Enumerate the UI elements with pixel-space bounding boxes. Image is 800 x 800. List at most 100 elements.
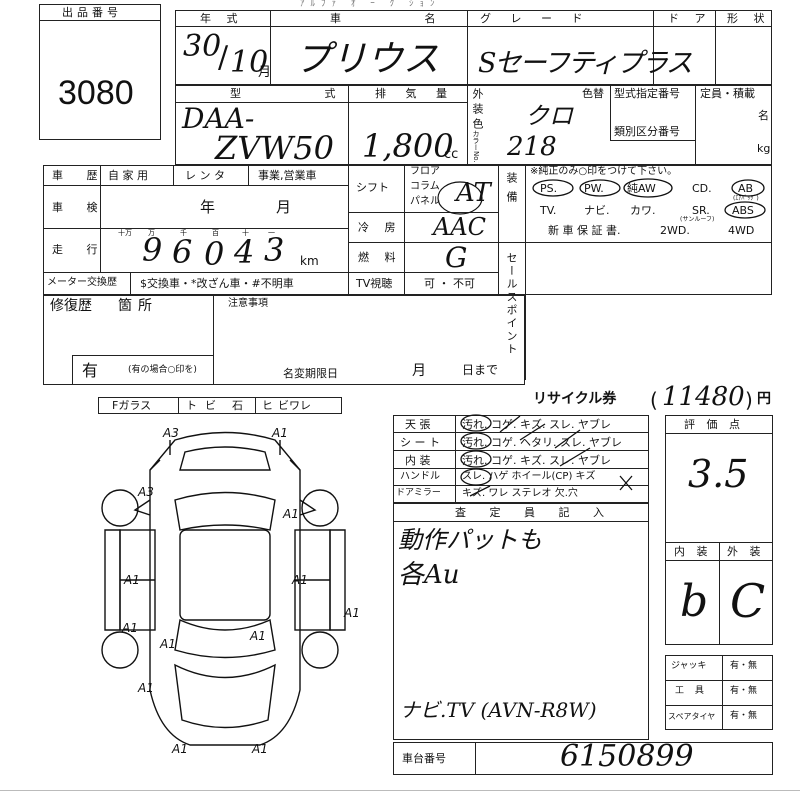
inspector-box [393, 503, 649, 740]
recycle-unit: 円 [757, 391, 771, 407]
door-label: ド ア [668, 12, 712, 25]
mileage-digit-1: 9 [142, 231, 163, 269]
history-option-private: 自 家 用 [108, 169, 148, 182]
shift-value: AT [456, 178, 491, 208]
digit-label-10k: 万 [148, 229, 155, 237]
inspector-line-3: ナビ.TV (AVN-R8W) [400, 698, 597, 722]
tool-spare-label: スペアタイヤ [668, 712, 716, 721]
tool-kit-value: 有・無 [730, 686, 758, 696]
damage-mark-bumper-left: A1 [171, 742, 188, 756]
equip-abs: ABS [732, 204, 754, 217]
equip-navi: ナビ. [584, 204, 610, 217]
repaint-label: 色替 [582, 87, 604, 100]
repair-place-label: 箇所 [118, 298, 158, 314]
displacement-label: 排 気 量 [375, 87, 455, 100]
cond-mirror-options: キズ. ワレ ステレオ 欠.穴 [462, 488, 578, 499]
digit-label-1k: 千 [180, 229, 187, 237]
condition-table [393, 415, 649, 503]
lot-box [39, 4, 161, 140]
inspector-line-2: 各Au [398, 560, 460, 590]
glass-chip: ビ [205, 399, 216, 412]
history-box [43, 165, 772, 295]
capacity-label: 定員・積載 [700, 87, 755, 100]
cond-handle-label: ハンドル [400, 471, 440, 482]
cond-mirror-label: ドアミラー [396, 488, 441, 498]
cond-interior-options: 汚れ. コゲ. キズ. スレ. ヤブレ [462, 454, 611, 467]
damage-mark-fender-right: A1 [282, 507, 299, 521]
damage-mark-front-left: A3 [162, 426, 179, 440]
glass-label: Fガラス [112, 399, 152, 412]
chassis-box [393, 742, 773, 775]
fuel-label: 燃 料 [358, 251, 402, 264]
history-option-business: 事業,営業車 [258, 169, 317, 182]
equip-ab-sub: (ｴｱﾊﾞｯｸﾞ) [733, 195, 759, 202]
grade-value: Sセーフティプラス [478, 48, 693, 79]
equip-pw: PW. [584, 182, 604, 195]
mileage-label: 走 行 [52, 243, 108, 256]
fuel-value: G [445, 241, 468, 274]
chassis-label: 車台番号 [402, 752, 446, 765]
inspector-line-1: 動作パットも [398, 526, 542, 554]
glass-scratch: ト [186, 399, 197, 412]
equipment-label: 装備 [505, 172, 518, 210]
damage-mark-door-left: A1 [123, 573, 140, 587]
color-value: クロ [525, 102, 573, 130]
tv-value: 可 ・ 不可 [424, 277, 475, 290]
equip-4wd: 4WD [728, 224, 755, 237]
history-label: 車 歴 [52, 169, 108, 182]
tool-kit-label: 工 具 [675, 686, 708, 696]
mileage-digit-5: 3 [264, 231, 285, 269]
mileage-digit-3: 0 [204, 235, 225, 273]
cond-ceiling-label: 天 張 [405, 418, 431, 431]
damage-mark-quarter-left: A1 [159, 637, 176, 651]
score-label: 評 価 点 [684, 418, 744, 431]
damage-mark-bumper-right: A1 [251, 742, 268, 756]
inspector-label: 査 定 員 記 入 [455, 506, 614, 519]
shift-column: コラム [410, 181, 440, 192]
mileage-digit-4: 4 [234, 233, 255, 271]
equip-leather: カワ. [630, 204, 656, 217]
grade-label: グ レ ー ド [480, 12, 591, 25]
tool-jack-label: ジャッキ [671, 661, 707, 671]
lot-number: 3080 [58, 74, 134, 112]
meter-options: $交換車・*改ざん車・#不明車 [140, 277, 294, 290]
equip-ps: PS. [540, 182, 558, 195]
model-box [175, 85, 772, 165]
tools-box [665, 655, 773, 730]
score-value: 3.5 [688, 452, 749, 496]
history-option-rental: レ ン タ [185, 169, 225, 182]
shift-panel: パネル [410, 196, 440, 207]
equip-warranty: 新 車 保 証 書. [548, 224, 621, 237]
damage-mark-quarter-right: A1 [249, 629, 266, 643]
damage-mark-fender-left: A3 [137, 485, 154, 499]
deadline-month: 月 [412, 363, 426, 379]
equip-cd: CD. [692, 182, 712, 195]
displacement-value: 1,800 [362, 127, 454, 165]
glass-stone: 石 [232, 399, 243, 412]
repair-note: (有の場合○印を) [128, 365, 197, 375]
ac-label: 冷 房 [358, 221, 402, 234]
cond-interior-label: 内 装 [405, 454, 431, 467]
damage-mark-rear-left: A1 [137, 681, 154, 695]
sale-points-label: セールスポイント [505, 252, 518, 356]
interior-value: b [680, 576, 709, 627]
equip-tv: TV. [540, 204, 557, 217]
shape-label: 形 状 [727, 12, 771, 25]
equip-sr: SR. [692, 204, 710, 217]
repair-value: 有 [82, 361, 99, 380]
equip-2wd: 2WD. [660, 224, 690, 237]
deadline-label: 名変期限日 [283, 367, 338, 380]
month-value: 10 [230, 45, 269, 80]
repair-box [43, 295, 525, 385]
cond-handle-options: スレ. ハゲ ホイール(CP) キズ [462, 471, 596, 482]
damage-mark-door-right: A1 [291, 573, 308, 587]
damage-mark-rear-door-left: A1 [121, 621, 138, 635]
glass-crack-a: ヒ [262, 399, 273, 412]
cond-seat-options: 汚れ. コゲ. ヘタリ. スレ. ヤブレ [462, 436, 622, 449]
color-no-value: 218 [507, 132, 557, 162]
cond-ceiling-options: 汚れ. コゲ. キズ. スレ. ヤブレ [462, 418, 611, 431]
